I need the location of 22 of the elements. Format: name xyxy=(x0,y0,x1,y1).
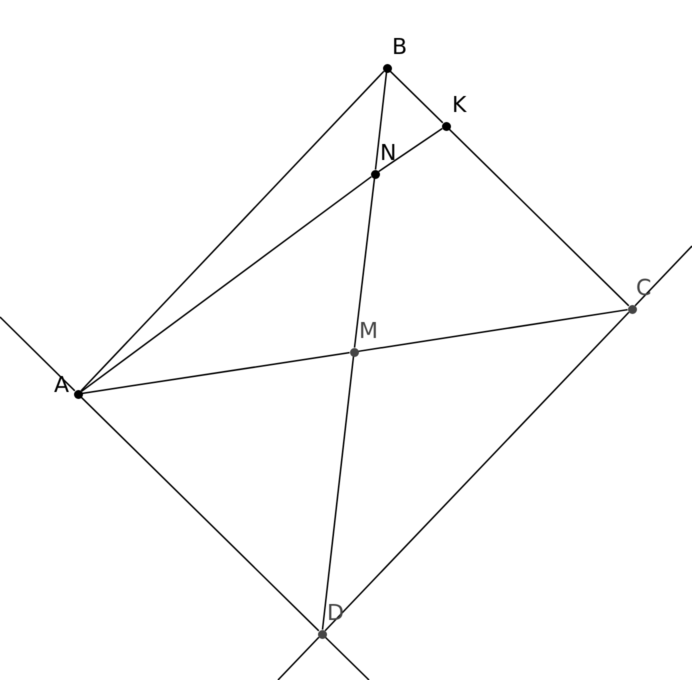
line-segment xyxy=(378,128,443,172)
point-label: N xyxy=(380,142,396,166)
point-label: D xyxy=(327,602,344,626)
line-segment xyxy=(82,352,350,394)
line-segment xyxy=(322,356,354,630)
point-label: M xyxy=(359,320,378,344)
point-label: K xyxy=(452,94,466,118)
line-segment xyxy=(80,70,384,392)
line-segment xyxy=(634,245,692,306)
line-segment xyxy=(324,312,630,632)
line-segment xyxy=(277,636,320,680)
line-segment xyxy=(448,128,630,306)
line-segment xyxy=(374,72,388,170)
point-label: C xyxy=(636,277,652,301)
line-segment xyxy=(0,316,76,392)
line-segment xyxy=(80,396,320,632)
line-segment xyxy=(324,636,370,680)
line-segment xyxy=(81,176,372,392)
point-label: B xyxy=(392,36,408,60)
line-segment xyxy=(354,178,376,348)
line-segment xyxy=(358,308,628,352)
line-segment xyxy=(390,70,444,124)
